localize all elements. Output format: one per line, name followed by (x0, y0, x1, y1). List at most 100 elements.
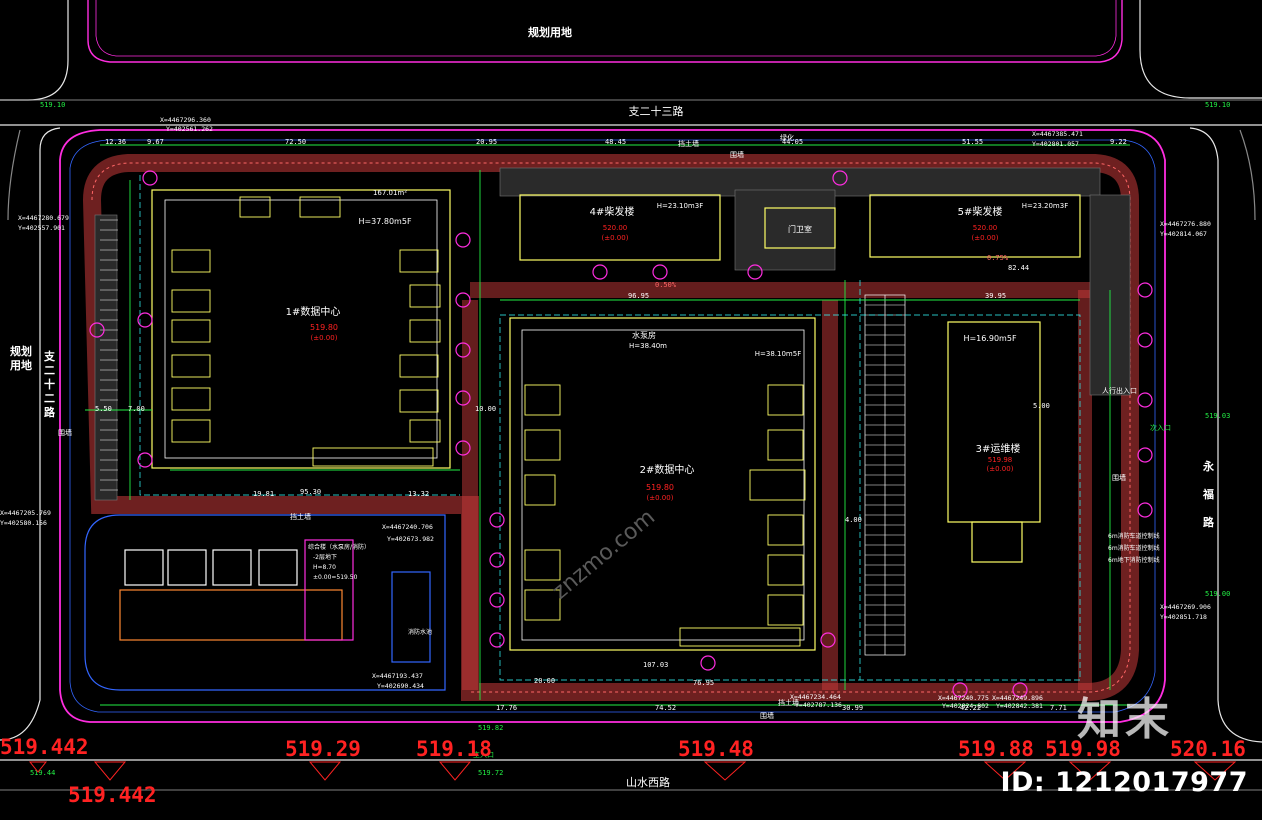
fence-label-s: 围墙 (760, 711, 774, 720)
dim-misc-2: 96.95 (628, 292, 649, 300)
elev-east-low: 519.00 (1205, 590, 1230, 598)
zone-labels: 规划用地 支二十三路 山水西路 (528, 25, 684, 789)
dim-misc-6: 13.32 (408, 490, 429, 498)
dim-top-1: 9.67 (147, 138, 164, 146)
landscape-strips (94, 167, 1131, 501)
dc2-elev: 519.80 (646, 483, 674, 492)
elev-south-a: 519.44 (30, 769, 55, 777)
big-elev-corner: 519.442 (68, 783, 157, 807)
retaining-wall-west: 挡土墙 (290, 512, 311, 521)
building-gate (764, 207, 836, 249)
elev-north-e: 519.10 (1205, 101, 1230, 109)
elevation-triangles (28, 761, 1237, 781)
dim-top-6: 51.55 (962, 138, 983, 146)
dim-misc-12: 0.75% (987, 254, 1009, 262)
gen4-height: H=23.10m3F (657, 202, 703, 210)
tanks-note: 综合楼（水泵房/消防） -2层地下 H=8.70 ±0.00=519.50 (308, 543, 372, 581)
dim-bottom-2: 76.95 (693, 679, 714, 687)
site-boundary (59, 129, 1166, 723)
yard-outline (84, 514, 446, 691)
dc2-rel: (±0.00) (647, 494, 674, 502)
fire-lane-note-3: 6m地下消防控制线 (1108, 556, 1160, 564)
big-elev-7: 520.16 (1170, 737, 1246, 761)
elev-east-mid: 519.03 (1205, 412, 1230, 420)
ops3-height: H=16.90m5F (963, 334, 1017, 343)
gen5-height: H=23.20m3F (1022, 202, 1068, 210)
green-area-label: 绿化 (780, 133, 794, 142)
dim-misc-7: 7.00 (128, 405, 145, 413)
road-network (0, 0, 1262, 791)
big-elev-4: 519.48 (678, 737, 754, 761)
ops3-elev: 519.98 (988, 456, 1013, 464)
road-south-label: 山水西路 (626, 776, 670, 789)
ops3-name: 3#运维楼 (976, 442, 1021, 455)
dim-misc-10: 4.00 (845, 516, 862, 524)
dim-misc-11: 5.00 (1033, 402, 1050, 410)
fire-lane-note-1: 6m消防车道控制线 (1108, 532, 1160, 540)
dim-bottom-6: 7.71 (1050, 704, 1067, 712)
dim-bottom-4: 30.99 (842, 704, 863, 712)
tanks-name: 消防水池 (408, 628, 432, 636)
road-elevations: 519.442 519.29 519.18 519.48 519.88 519.… (0, 735, 1246, 807)
road-east-label: 永 福 路 (1202, 459, 1218, 529)
north-planning-land (87, 0, 1123, 63)
ops3-rel: (±0.00) (987, 465, 1014, 473)
road-north-label: 支二十三路 (629, 104, 684, 118)
big-elev-6: 519.98 (1045, 737, 1121, 761)
dc1-name: 1#数据中心 (286, 305, 341, 318)
dim-misc-5: 19.81 (253, 490, 274, 498)
gen4-rel: (±0.00) (602, 234, 629, 242)
utility-lines (139, 175, 1081, 681)
watermark-site-text: znzmo.com (548, 505, 660, 605)
dc1-elev: 519.80 (310, 323, 338, 332)
fence-label-w: 围墙 (58, 428, 72, 437)
rooftop-units (171, 196, 806, 647)
building-tanks (119, 589, 343, 641)
dimension-lines (85, 144, 1130, 706)
north-planning-land-label: 规划用地 (528, 25, 572, 39)
dim-misc-13: 0.50% (655, 281, 677, 289)
pump-height: H=38.40m (629, 342, 667, 350)
elev-north-w: 519.10 (40, 101, 65, 109)
big-elev-2: 519.29 (285, 737, 361, 761)
pedestrian-gate-label: 人行出入口 (1102, 386, 1137, 395)
side-entrance-label: 次入口 (1150, 423, 1171, 432)
building-ops3 (947, 321, 1041, 523)
dc1-height: H=37.80m5F (358, 217, 412, 226)
retaining-wall-north: 挡土墙 (678, 139, 699, 148)
dc1-rel: (±0.00) (311, 334, 338, 342)
dim-misc-1: 107.03 (643, 661, 668, 669)
gen5-name: 5#柴发楼 (958, 205, 1003, 218)
building-labels: 1#数据中心 519.80 (±0.00) H=37.80m5F 167.01m… (286, 189, 1069, 636)
dim-bottom-1: 74.52 (655, 704, 676, 712)
big-elev-5: 519.88 (958, 737, 1034, 761)
dim-misc-0: 95.30 (300, 488, 321, 496)
fence-label-n: 围墙 (730, 150, 744, 159)
west-labels: 规划 用地 支 二 十 二 路 永 福 路 (10, 344, 1218, 529)
fire-lane-note-2: 6m消防车道控制线 (1108, 544, 1160, 552)
dim-misc-9: 5.50 (95, 405, 112, 413)
main-entrance-label: 主入口 (473, 750, 494, 759)
dim-misc-8: 10.00 (475, 405, 496, 413)
dc2-height: H=38.10m5F (755, 350, 801, 358)
gen4-name: 4#柴发楼 (590, 205, 635, 218)
gen5-rel: (±0.00) (972, 234, 999, 242)
watermark-id: ID: 1212017977 (1000, 767, 1248, 798)
gate-name: 门卫室 (788, 224, 812, 234)
dim-top-3: 20.95 (476, 138, 497, 146)
annotation-labels: 挡土墙 挡土墙 挡土墙 绿化 围墙 围墙 围墙 围墙 人行出入口 主入口 次入口… (58, 133, 1171, 759)
ring-road-paving (82, 154, 1139, 701)
retaining-wall-south: 挡土墙 (778, 698, 799, 707)
grade-markers (89, 170, 1153, 698)
dim-misc-3: 82.44 (1008, 264, 1029, 272)
